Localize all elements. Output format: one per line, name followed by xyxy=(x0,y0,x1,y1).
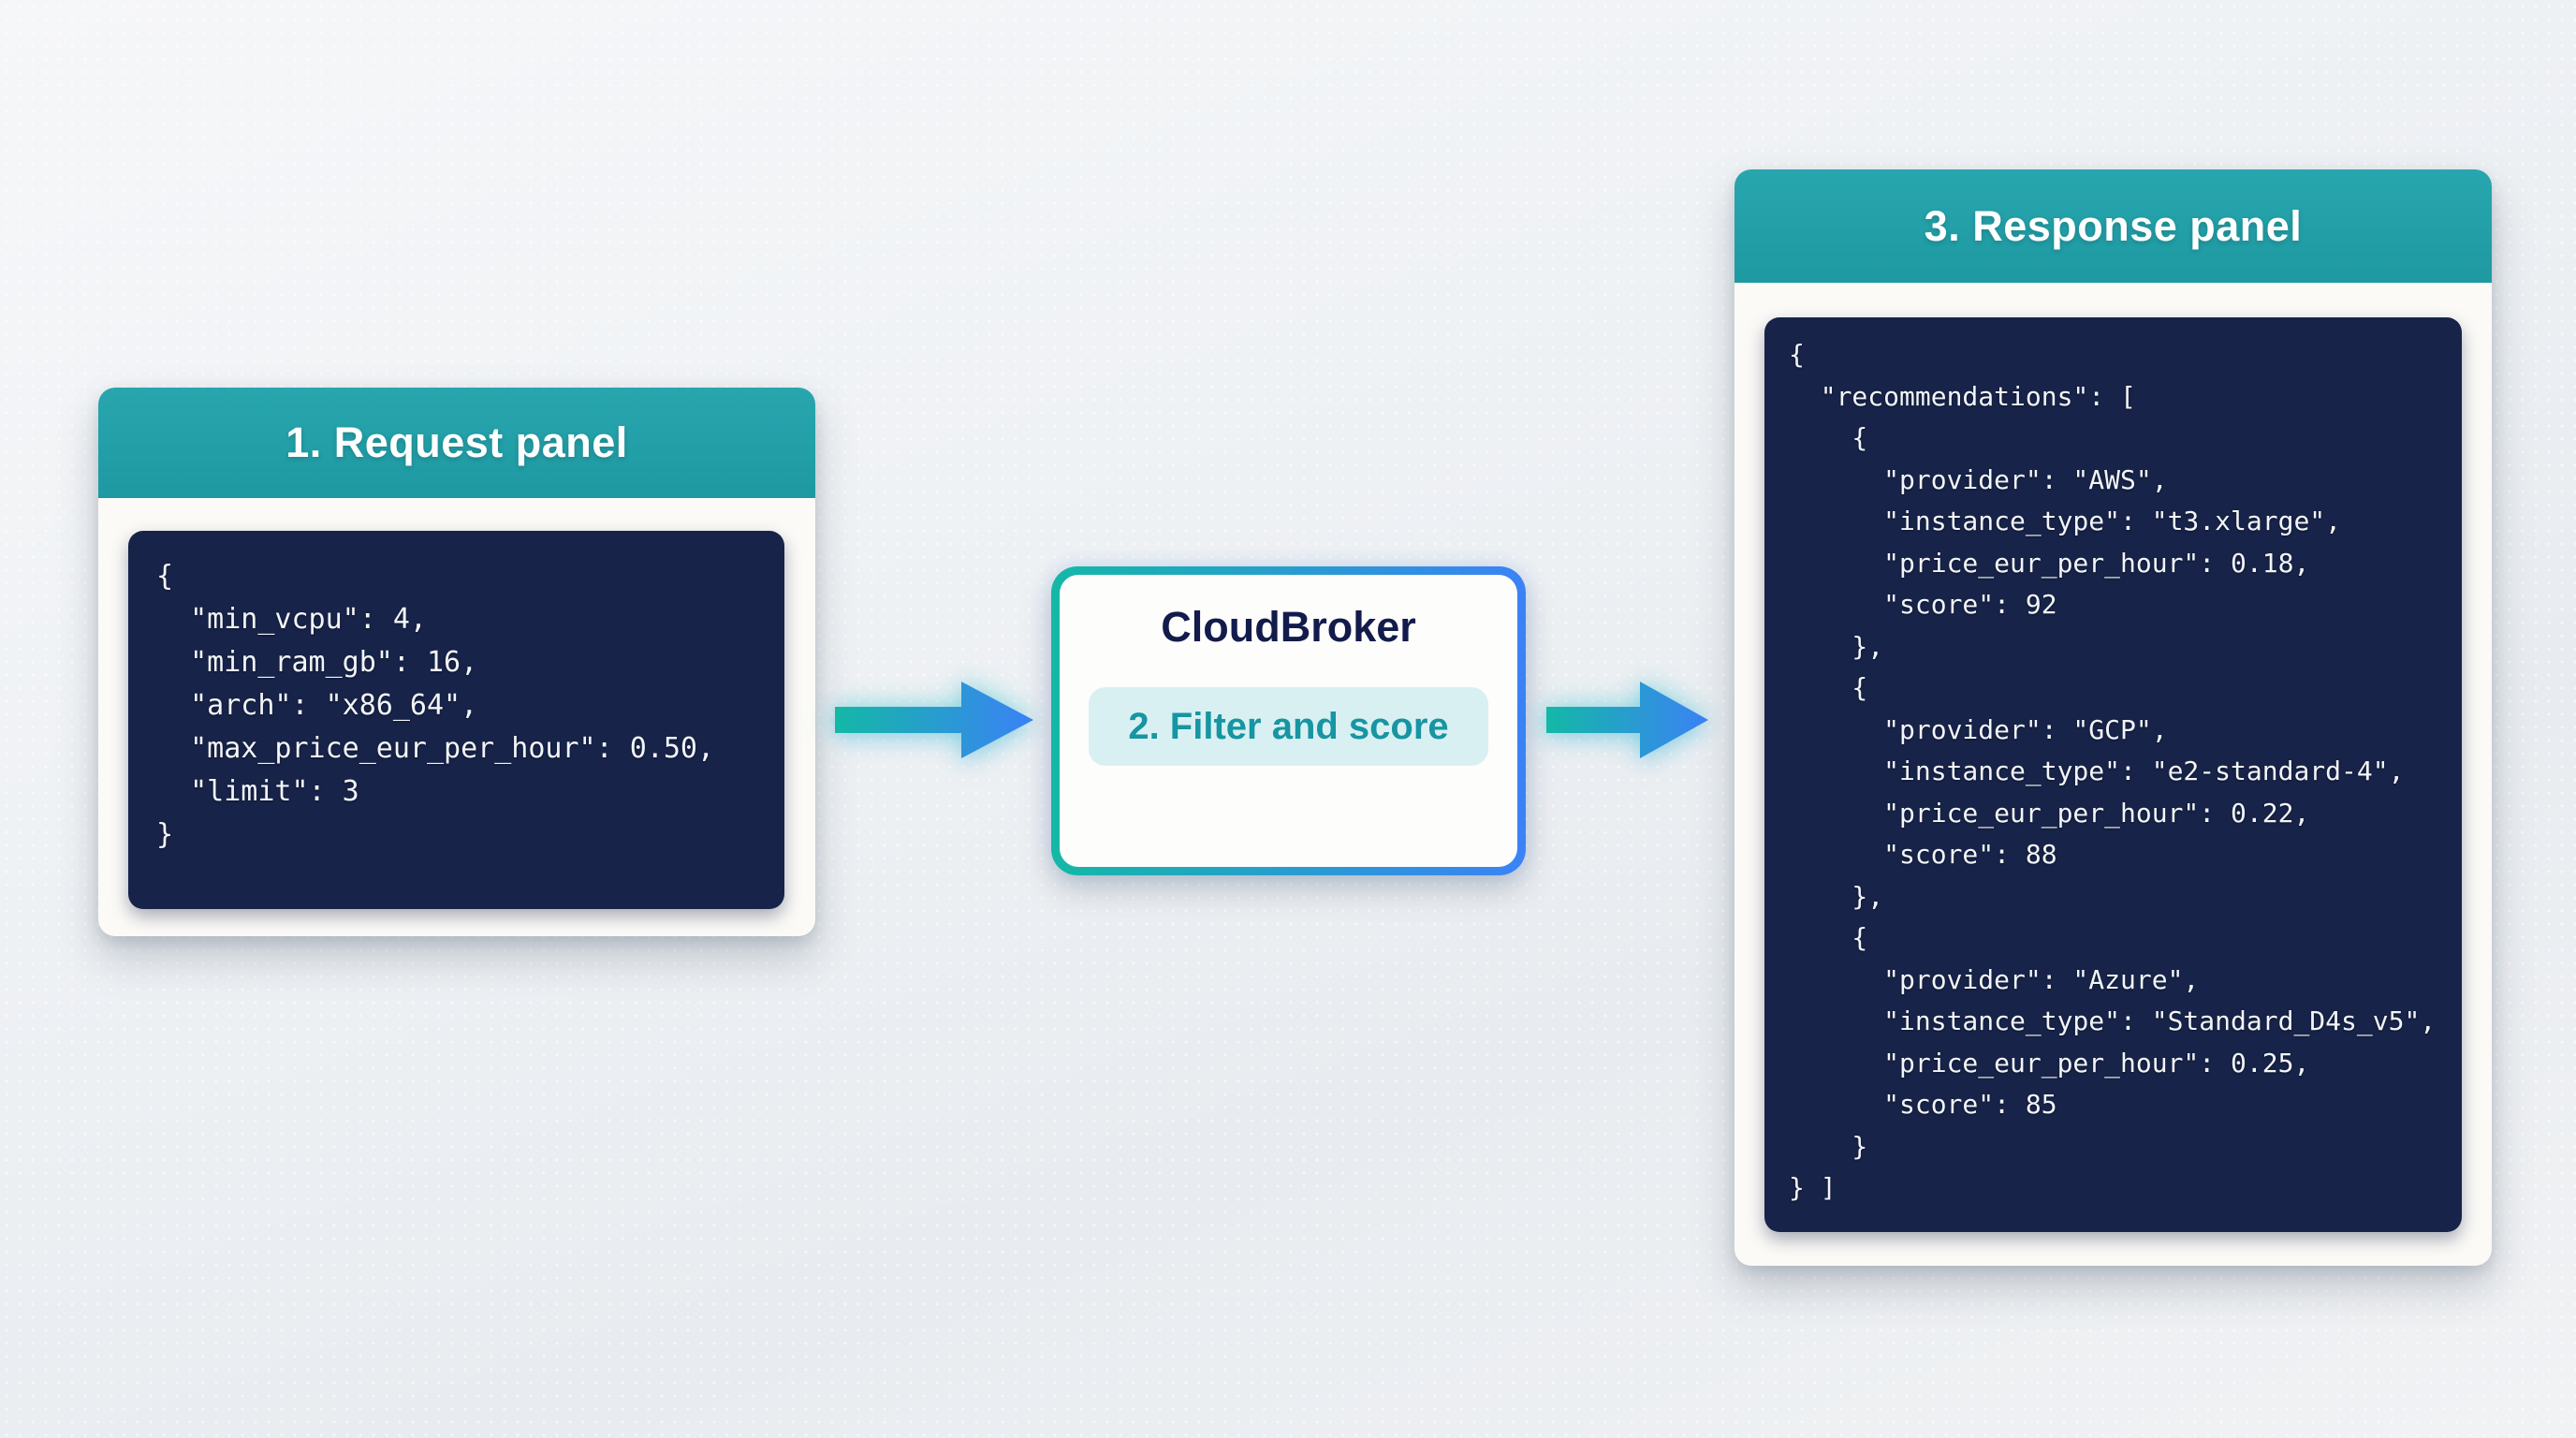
cloudbroker-box: CloudBroker 2. Filter and score xyxy=(1051,566,1526,875)
flow-arrow-icon xyxy=(1546,682,1708,758)
flow-arrow-icon xyxy=(835,682,1033,758)
cloudbroker-title: CloudBroker xyxy=(1161,603,1416,651)
request-json-code: { "min_vcpu": 4, "min_ram_gb": 16, "arch… xyxy=(128,531,784,909)
response-panel: 3. Response panel { "recommendations": [… xyxy=(1734,169,2492,1266)
cloudbroker-inner: CloudBroker 2. Filter and score xyxy=(1060,575,1517,867)
filter-and-score-step: 2. Filter and score xyxy=(1089,687,1488,766)
response-json-code: { "recommendations": [ { "provider": "AW… xyxy=(1764,317,2462,1232)
filter-and-score-label: 2. Filter and score xyxy=(1128,705,1449,747)
response-panel-header: 3. Response panel xyxy=(1734,169,2492,283)
response-panel-title: 3. Response panel xyxy=(1924,201,2303,250)
request-panel-header: 1. Request panel xyxy=(98,388,815,498)
request-panel: 1. Request panel { "min_vcpu": 4, "min_r… xyxy=(98,388,815,936)
request-panel-title: 1. Request panel xyxy=(285,418,628,466)
